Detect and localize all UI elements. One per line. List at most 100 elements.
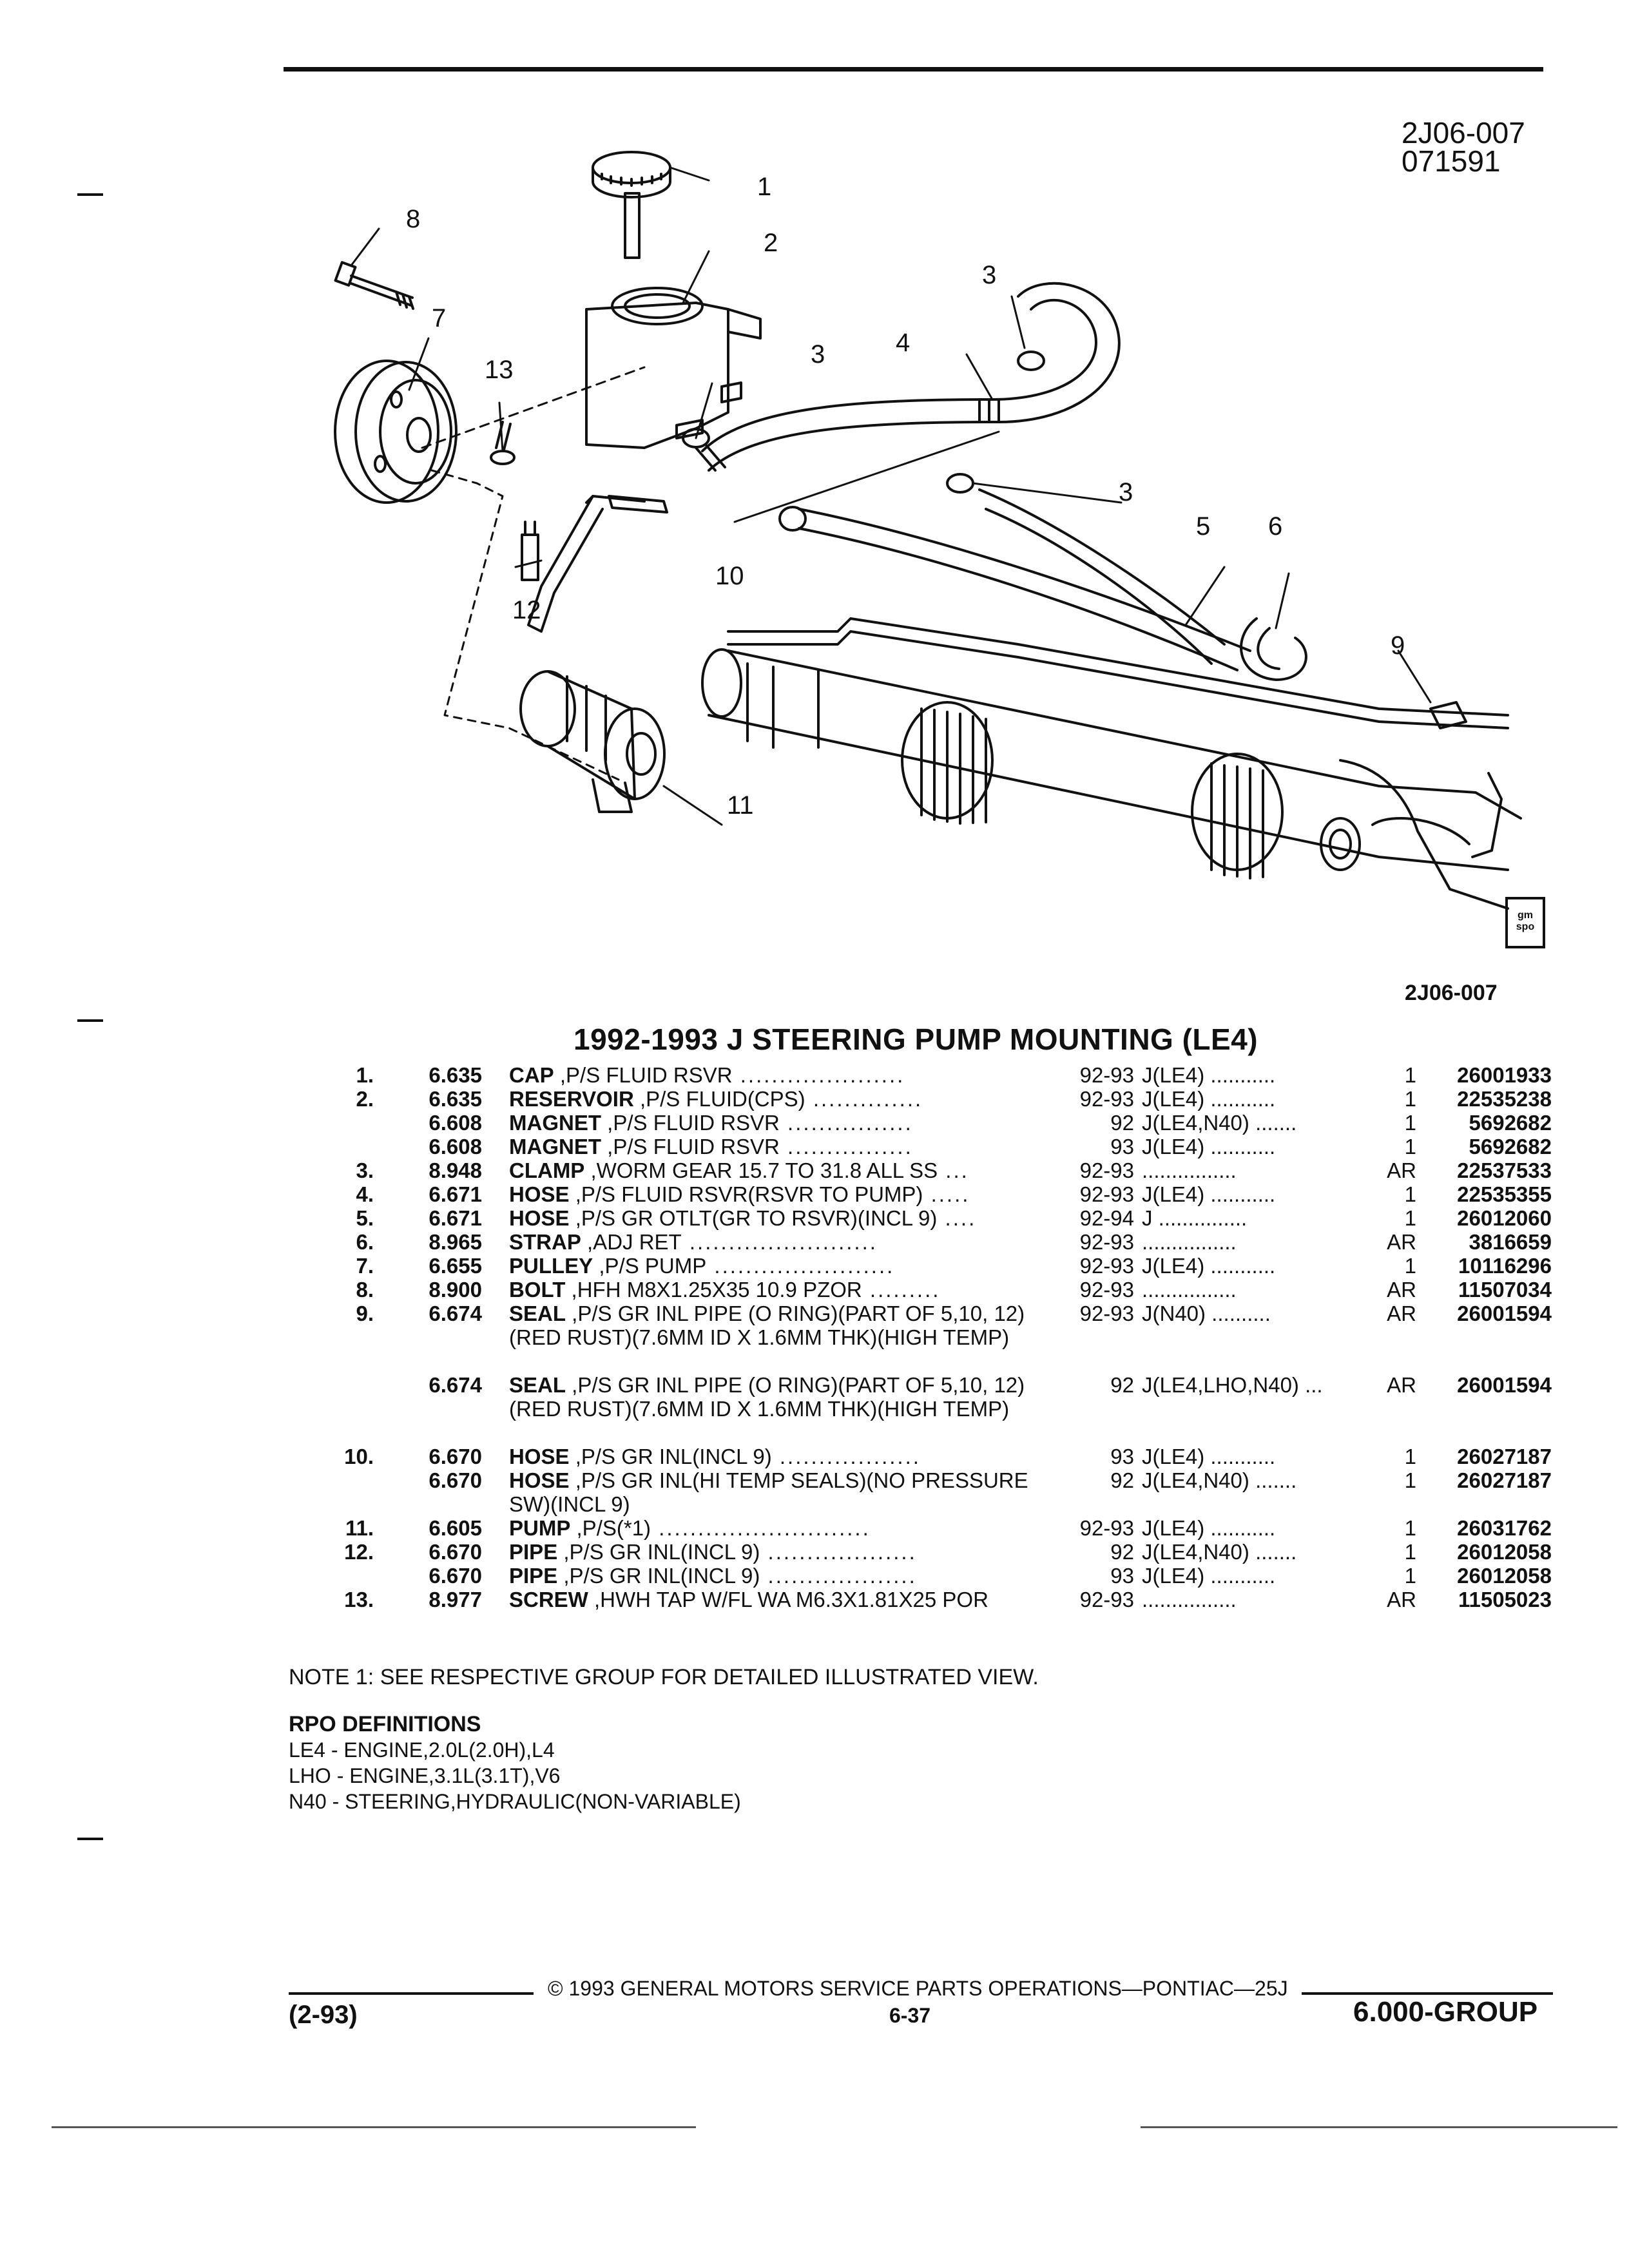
usage: J(LE4) ........... xyxy=(1142,1135,1276,1158)
leader-dots: .... xyxy=(937,1206,977,1230)
part-name: SCREW xyxy=(509,1588,588,1611)
model-years: 92 xyxy=(1110,1111,1134,1135)
part-number: 22535355 xyxy=(1457,1182,1552,1206)
scan-mark xyxy=(1141,2126,1617,2128)
part-description: STRAP ,ADJ RET ........................ xyxy=(509,1230,1063,1254)
part-detail: ,P/S FLUID RSVR xyxy=(601,1135,780,1158)
reservoir-part xyxy=(585,287,762,449)
usage: J(N40) .......... xyxy=(1142,1302,1271,1325)
part-number: 22537533 xyxy=(1457,1158,1552,1182)
diagram-date-code: 071591 xyxy=(1402,144,1501,178)
part-detail: ,P/S GR INL(INCL 9) xyxy=(557,1540,760,1564)
scan-mark xyxy=(77,1019,103,1022)
quantity: 1 xyxy=(1404,1468,1416,1492)
part-number: 26012060 xyxy=(1457,1206,1552,1230)
scan-mark xyxy=(77,193,103,196)
part-number: 26001594 xyxy=(1457,1302,1552,1325)
part-detail: ,P/S(*1) xyxy=(570,1516,651,1540)
model-years: 92-93 xyxy=(1079,1278,1134,1302)
item-number: 11. xyxy=(345,1516,374,1540)
inlet-pipe-part xyxy=(521,495,668,633)
part-description: PIPE ,P/S GR INL(INCL 9) ...............… xyxy=(509,1564,1063,1588)
callout-6: 6 xyxy=(1268,512,1283,541)
part-number: 3816659 xyxy=(1469,1230,1552,1254)
footnote: NOTE 1: SEE RESPECTIVE GROUP FOR DETAILE… xyxy=(289,1665,1039,1689)
pulley-part xyxy=(334,360,458,504)
group-number: 6.670 xyxy=(429,1540,482,1564)
group-number: 6.655 xyxy=(429,1254,482,1278)
model-years: 92-93 xyxy=(1079,1087,1134,1111)
callout-13: 13 xyxy=(485,356,514,384)
exploded-view-illustration xyxy=(334,151,1522,910)
group-number: 6.605 xyxy=(429,1516,482,1540)
part-description: MAGNET ,P/S FLUID RSVR ................ xyxy=(509,1135,1063,1158)
quantity: 1 xyxy=(1404,1206,1416,1230)
part-description: SEAL ,P/S GR INL PIPE (O RING)(PART OF 5… xyxy=(509,1373,1063,1421)
usage: ................ xyxy=(1142,1588,1237,1611)
part-name: BOLT xyxy=(509,1278,566,1302)
group-number: 6.635 xyxy=(429,1063,482,1087)
part-name: MAGNET xyxy=(509,1111,601,1135)
part-name: HOSE xyxy=(509,1468,570,1492)
item-number: 8. xyxy=(356,1278,374,1302)
usage: J(LE4) ........... xyxy=(1142,1063,1276,1087)
model-years: 93 xyxy=(1110,1564,1134,1588)
rpo-heading: RPO DEFINITIONS xyxy=(289,1712,481,1736)
part-detail: ,P/S PUMP xyxy=(593,1254,707,1278)
usage: J(LE4) ........... xyxy=(1142,1564,1276,1588)
part-description: HOSE ,P/S FLUID RSVR(RSVR TO PUMP) ..... xyxy=(509,1182,1063,1206)
part-name: PUMP xyxy=(509,1516,571,1540)
leader-dots: ..... xyxy=(923,1182,970,1206)
part-description: CAP ,P/S FLUID RSVR ....................… xyxy=(509,1063,1063,1087)
item-number: 12. xyxy=(344,1540,374,1564)
part-detail: ,P/S GR INL(INCL 9) xyxy=(569,1445,772,1468)
part-name: HOSE xyxy=(509,1445,570,1468)
reservoir-hose-part xyxy=(695,282,1121,472)
usage: J(LE4) ........... xyxy=(1142,1182,1276,1206)
revision-date: (2-93) xyxy=(289,2001,358,2029)
model-years: 92-93 xyxy=(1079,1182,1134,1206)
callout-2: 2 xyxy=(764,229,778,257)
callout-12: 12 xyxy=(512,596,541,624)
page-number: 6-37 xyxy=(889,2004,931,2027)
leader-dots: ................... xyxy=(760,1540,917,1564)
gm-spo-logo: gm spo xyxy=(1505,897,1545,948)
leader-dots: ..................... xyxy=(732,1063,905,1087)
part-number: 5692682 xyxy=(1469,1135,1552,1158)
leader-dots: ....................... xyxy=(706,1254,895,1278)
group-number: 6.608 xyxy=(429,1111,482,1135)
rpo-definitions: RPO DEFINITIONS LE4 - ENGINE,2.0L(2.0H),… xyxy=(289,1711,741,1814)
diagram-code: 2J06-007 xyxy=(1402,116,1525,149)
callout-11: 11 xyxy=(727,791,754,820)
group-number: 6.670 xyxy=(429,1445,482,1468)
model-years: 92 xyxy=(1110,1468,1134,1492)
model-years: 92-93 xyxy=(1079,1516,1134,1540)
model-years: 92 xyxy=(1110,1540,1134,1564)
callout-3a: 3 xyxy=(982,261,997,289)
item-number: 2. xyxy=(356,1087,374,1111)
gear-hoses-part xyxy=(778,488,1251,671)
callout-4: 4 xyxy=(896,329,911,357)
quantity: AR xyxy=(1387,1302,1416,1325)
part-number: 11507034 xyxy=(1458,1278,1552,1302)
part-description: HOSE ,P/S GR OTLT(GR TO RSVR)(INCL 9) ..… xyxy=(509,1206,1063,1230)
leader-dots: .............. xyxy=(805,1087,923,1111)
quantity: 1 xyxy=(1404,1063,1416,1087)
usage: J(LE4,N40) ....... xyxy=(1142,1540,1297,1564)
model-years: 92-93 xyxy=(1079,1158,1134,1182)
part-name: HOSE xyxy=(509,1182,570,1206)
part-detail: ,HWH TAP W/FL WA M6.3X1.81X25 POR xyxy=(588,1588,988,1611)
item-number: 4. xyxy=(356,1182,374,1206)
model-years: 93 xyxy=(1110,1445,1134,1468)
quantity: 1 xyxy=(1404,1445,1416,1468)
callout-3c: 3 xyxy=(1119,478,1133,506)
